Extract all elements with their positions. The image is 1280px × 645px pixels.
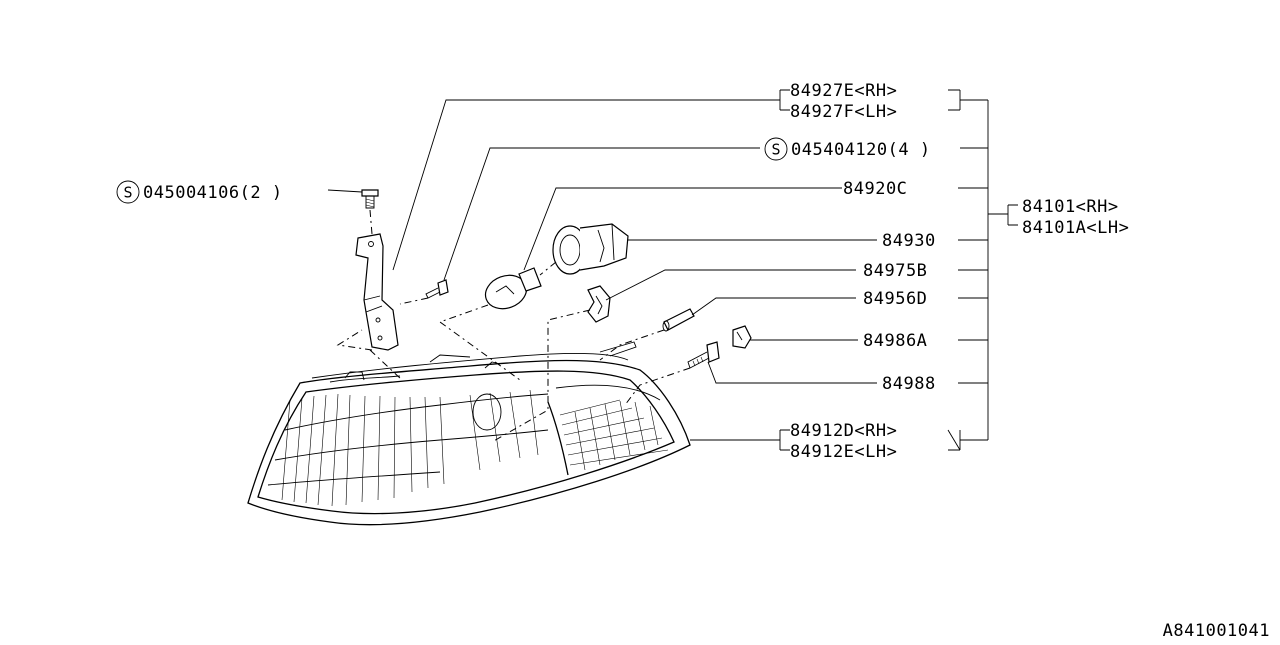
svg-text:S: S [123,184,132,202]
callout-84101a-lh: 84101A<LH> [1022,218,1129,238]
callout-84912d-rh: 84912D<RH> [790,421,897,441]
std-marker-top: S [116,180,140,204]
callout-84912e-lh: 84912E<LH> [790,442,897,462]
nut-84986a [732,325,752,349]
screw-top [361,189,379,209]
callout-84975b: 84975B [863,261,927,281]
bulb [484,267,542,310]
socket [552,223,629,275]
mounting-bracket [355,233,399,351]
assembly-lines [336,209,691,443]
callout-84930: 84930 [882,231,936,251]
headlamp-lens [247,341,691,526]
bolt-84956d [662,308,695,332]
callout-045404120: 045404120(4 ) [791,140,931,160]
grommet [587,285,611,323]
callout-84986a: 84986A [863,331,927,351]
callout-84956d: 84956D [863,289,927,309]
callout-84927f-lh: 84927F<LH> [790,102,897,122]
callout-84988: 84988 [882,374,936,394]
callout-84920c: 84920C [843,179,907,199]
screw-84988 [687,341,720,369]
svg-text:S: S [771,141,780,159]
callout-045004106: 045004106(2 ) [143,183,283,203]
diagram-code: A841001041 [1163,621,1270,640]
callout-84101-rh: 84101<RH> [1022,197,1119,217]
screw-bracket [425,279,449,299]
callout-84927e-rh: 84927E<RH> [790,81,897,101]
std-marker-right: S [764,137,788,161]
leader-lines [327,89,1018,451]
